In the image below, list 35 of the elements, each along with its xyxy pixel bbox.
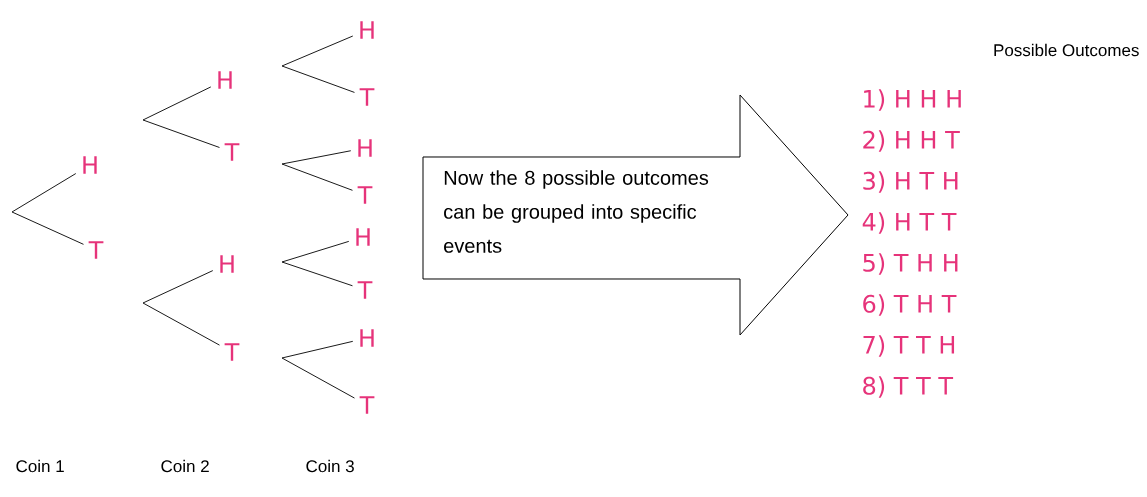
branch-line (281, 261, 353, 287)
outcome-letter: H (83, 156, 97, 174)
branch-line (281, 150, 352, 165)
outcome-letter: T (88, 241, 104, 259)
outcome-letter: T (357, 281, 373, 299)
outcome-letter: H (220, 255, 234, 273)
branch-line (281, 357, 355, 399)
outcome-letter: H (358, 139, 372, 157)
branch-line (281, 65, 355, 93)
outcome-letter: T (224, 143, 240, 161)
branch-line (11, 173, 77, 213)
outcome-letter: T (357, 186, 373, 204)
outcome-letter: H (360, 21, 374, 39)
outcome-letter: T (359, 88, 375, 106)
branch-line (142, 270, 214, 304)
outcome-letter: T (359, 396, 375, 414)
branch-line (281, 240, 350, 263)
outcome-row: 1) H H H (864, 89, 961, 111)
branch-line (11, 211, 84, 245)
branch-line (281, 163, 353, 191)
outcome-letter: H (356, 228, 370, 246)
coin-label: Coin 1 (16, 459, 64, 473)
branch-line (142, 86, 212, 121)
outcome-letter: H (218, 71, 232, 89)
coin-label: Coin 2 (161, 459, 209, 473)
outcome-row: 7) T T H (863, 335, 955, 357)
branch-line (281, 340, 354, 359)
branch-line (142, 119, 220, 148)
coin-label: Coin 3 (306, 459, 354, 473)
column-heading: Possible Outcomes (994, 43, 1139, 57)
branch-line (142, 302, 220, 346)
outcome-letter: T (224, 343, 240, 361)
branch-line (281, 35, 354, 67)
outcome-row: 8) T T T (863, 376, 954, 398)
outcome-letter: H (360, 329, 374, 347)
